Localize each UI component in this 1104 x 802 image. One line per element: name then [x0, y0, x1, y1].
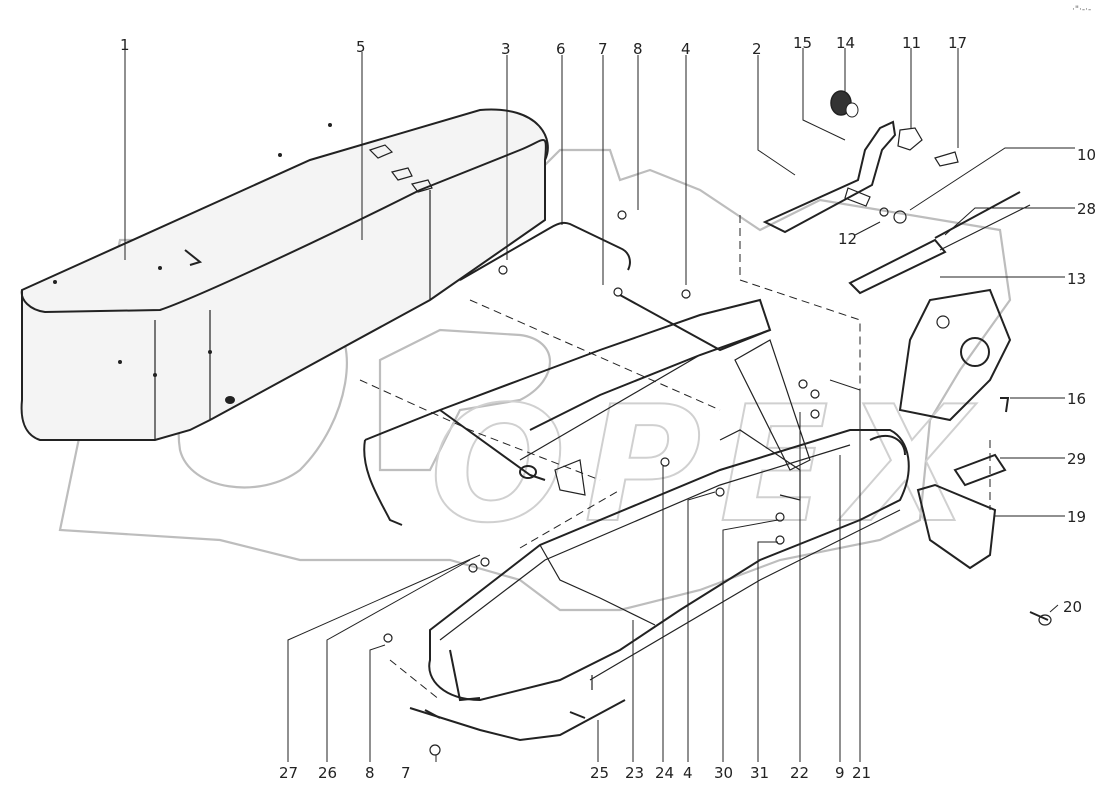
callout-21: 21 [852, 764, 871, 782]
callout-11: 11 [902, 34, 921, 52]
side-brackets [916, 397, 1052, 626]
callout-7-top: 7 [598, 40, 608, 58]
callout-4-top: 4 [681, 40, 691, 58]
alignment-lines [359, 215, 991, 701]
callout-19: 19 [1067, 508, 1086, 526]
callout-13: 13 [1067, 270, 1086, 288]
callout-8-top: 8 [633, 40, 643, 58]
callout-14: 14 [836, 34, 855, 52]
callout-12: 12 [838, 230, 857, 248]
callout-15: 15 [793, 34, 812, 52]
callout-29: 29 [1067, 450, 1086, 468]
callout-26: 26 [318, 764, 337, 782]
callout-22: 22 [790, 764, 809, 782]
callout-5: 5 [356, 38, 366, 56]
callout-1: 1 [120, 36, 130, 54]
callout-8-bottom: 8 [365, 764, 375, 782]
callout-6: 6 [556, 40, 566, 58]
callout-23: 23 [625, 764, 644, 782]
upper-links [762, 90, 1031, 422]
callout-28: 28 [1077, 200, 1096, 218]
callout-20: 20 [1063, 598, 1082, 616]
hardware-fasteners [383, 210, 820, 756]
callout-16: 16 [1067, 390, 1086, 408]
callout-27: 27 [279, 764, 298, 782]
callout-31: 31 [750, 764, 769, 782]
rear-frame [363, 221, 811, 526]
callout-30: 30 [714, 764, 733, 782]
base-frame [428, 429, 910, 702]
callout-numbers: 1 5 3 6 7 8 4 2 15 14 11 17 10 28 12 13 … [120, 34, 1096, 782]
callout-2: 2 [752, 40, 762, 58]
callout-10: 10 [1077, 146, 1096, 164]
lower-bar [409, 699, 626, 742]
callout-25: 25 [590, 764, 609, 782]
callout-7-bottom: 7 [401, 764, 411, 782]
corner-mark: ·"·-·- [1072, 5, 1091, 15]
hood-cover [20, 108, 549, 441]
callout-17: 17 [948, 34, 967, 52]
leader-lines [124, 48, 1075, 762]
watermark-text: OPEX [430, 371, 988, 558]
callout-9: 9 [835, 764, 845, 782]
callout-4-bottom: 4 [683, 764, 693, 782]
callout-3: 3 [501, 40, 511, 58]
callout-24: 24 [655, 764, 674, 782]
